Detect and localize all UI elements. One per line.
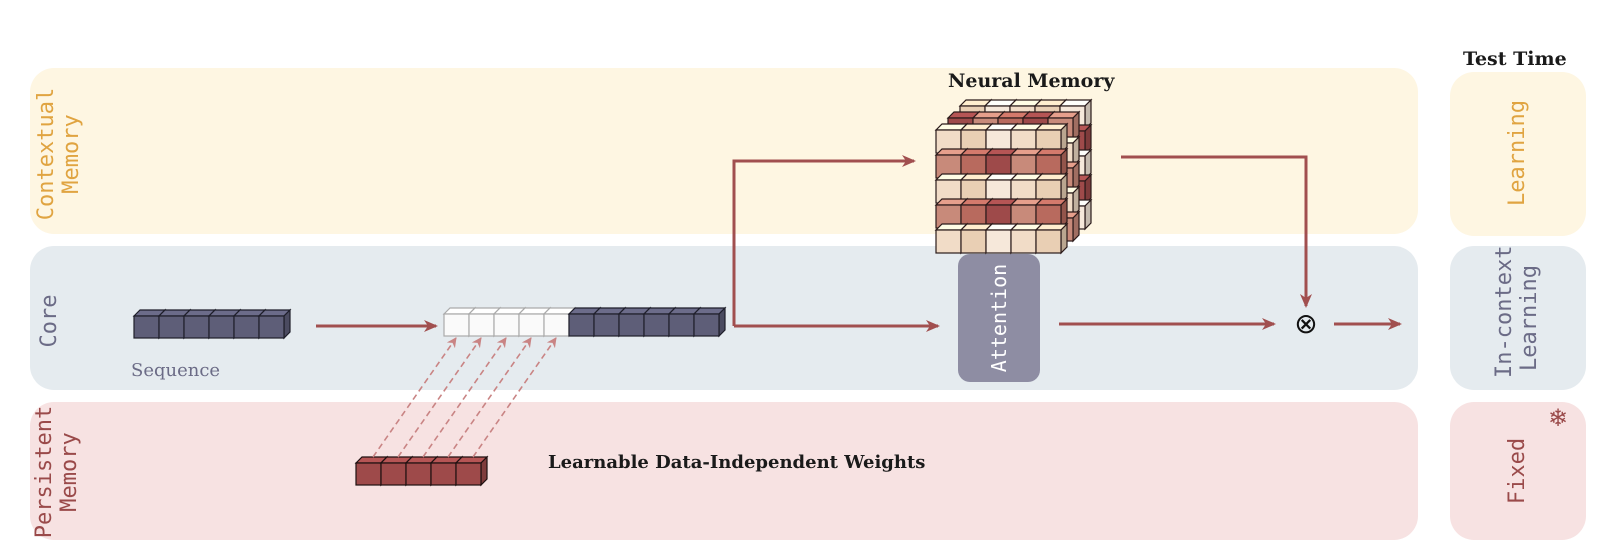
arrow-memory-to-multiply [1121, 155, 1312, 308]
persistent-injection-arrow [422, 337, 507, 458]
neural-memory-cell [1034, 172, 1069, 205]
test-time-header: Test Time [1463, 48, 1567, 70]
neural-memory-cell [1034, 122, 1069, 155]
neural-memory-cell [1034, 222, 1069, 255]
neural-memory-cube [934, 98, 1093, 255]
contextual-memory-band [30, 68, 1418, 234]
persistent-injection-arrow [397, 337, 482, 458]
persistent-weights-label: Learnable Data-Independent Weights [548, 452, 926, 473]
test-time-in-context-box [1450, 246, 1586, 390]
token-blocks [132, 306, 727, 487]
persistent-injection-arrow [447, 337, 532, 458]
persistent-memory-band [30, 402, 1418, 540]
persistent-injection-arrow [372, 337, 457, 458]
test-time-learning-box [1450, 72, 1586, 236]
neural-memory-cell [1034, 147, 1069, 180]
multiply-operator: ⊗ [1294, 307, 1317, 340]
persistent-weight-token [454, 455, 489, 487]
neural-memory-title: Neural Memory [948, 70, 1115, 92]
sequence-label: Sequence [131, 360, 221, 381]
attention-block: Attention [958, 254, 1040, 382]
arrow-branch-to-neural-memory [732, 155, 916, 326]
persistent-injection-arrow [472, 337, 557, 458]
snowflake-icon: ❄ [1548, 404, 1569, 432]
combined-sequence-token [692, 306, 727, 338]
test-time-fixed-box [1450, 402, 1586, 540]
neural-memory-cell [1034, 197, 1069, 230]
sequence-token [257, 308, 292, 340]
